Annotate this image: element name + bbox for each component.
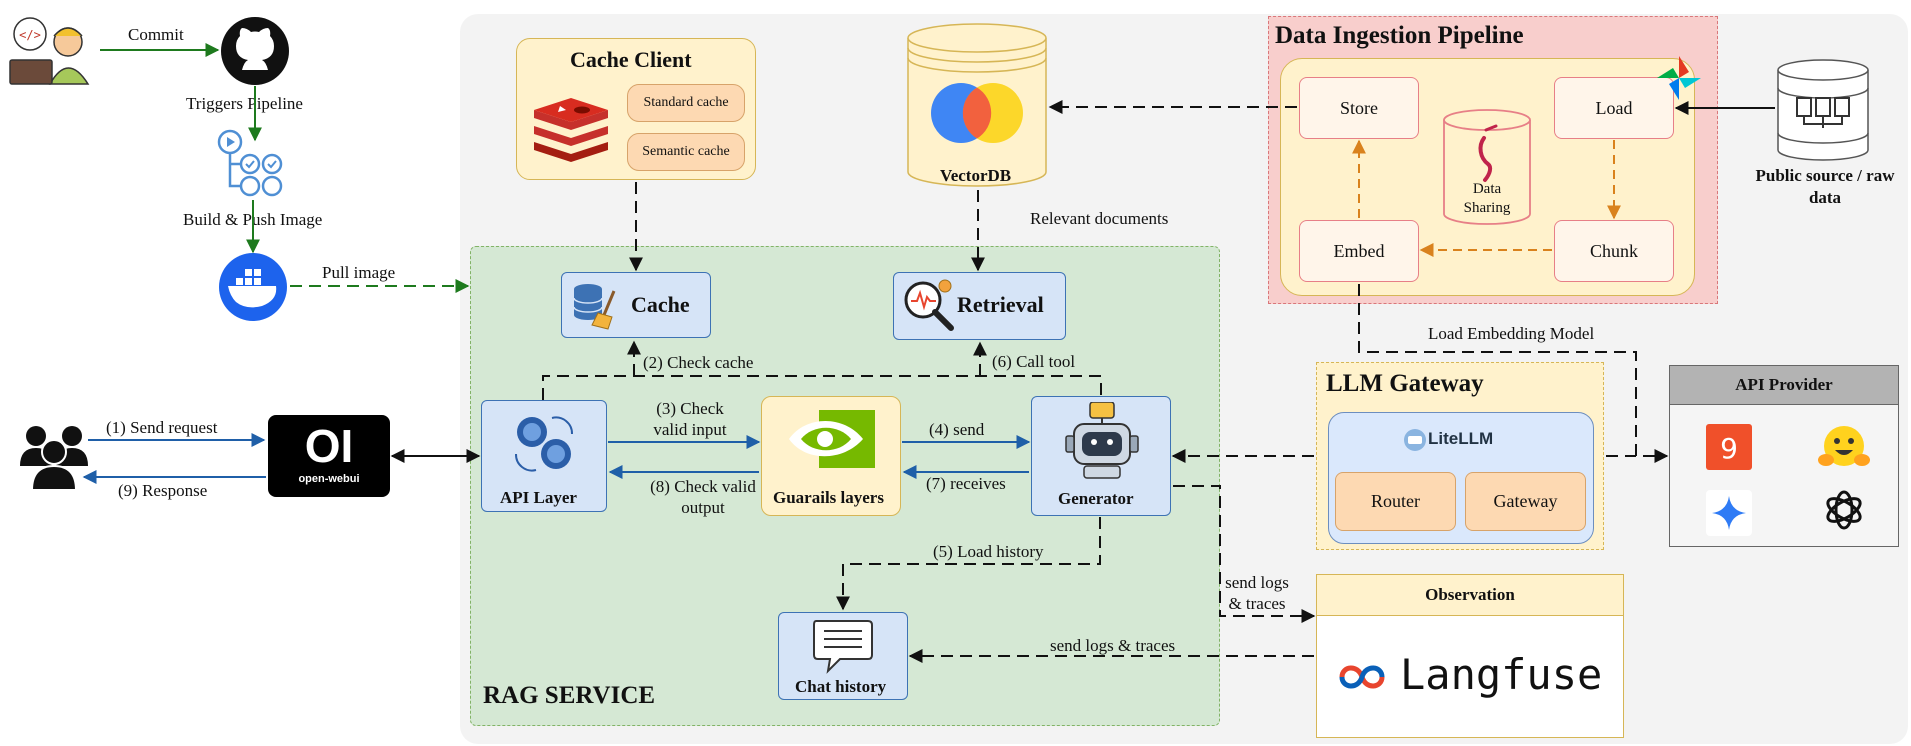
- relevant-documents-label: Relevant documents: [1030, 209, 1169, 228]
- check-cache-label: (2) Check cache: [643, 353, 754, 372]
- triggers-pipeline-label: Triggers Pipeline: [186, 94, 303, 113]
- openai-icon[interactable]: [1822, 488, 1866, 532]
- public-source-database-icon: [1777, 59, 1869, 161]
- guardrails-label: Guarails layers: [773, 488, 884, 507]
- load-embedding-model-label: Load Embedding Model: [1428, 324, 1595, 343]
- vectordb-cylinder: [907, 23, 1047, 187]
- embed-node[interactable]: Embed: [1299, 220, 1419, 282]
- gemini-sparkle-icon[interactable]: [1706, 490, 1752, 536]
- docker-icon[interactable]: [218, 252, 288, 322]
- retrieval-card-label: Retrieval: [957, 292, 1044, 317]
- standard-cache-pill: Standard cache: [627, 84, 745, 122]
- data-sharing-cylinder: [1443, 109, 1531, 225]
- load-history-label: (5) Load history: [933, 542, 1044, 561]
- huggingface-icon[interactable]: [1818, 422, 1870, 472]
- svg-text:</>: </>: [19, 28, 41, 42]
- vectordb-label: VectorDB: [940, 166, 1012, 185]
- open-webui-name: open-webui: [298, 473, 360, 485]
- open-webui-mark: OI: [304, 420, 354, 472]
- public-source-label: Public source / raw data: [1755, 166, 1895, 207]
- litellm-label: LiteLLM: [1428, 429, 1494, 448]
- api-layer-label: API Layer: [500, 488, 577, 507]
- load-node[interactable]: Load: [1554, 77, 1674, 139]
- send-logs-chat-label: send logs & traces: [1050, 636, 1176, 655]
- ingestion-title: Data Ingestion Pipeline: [1275, 22, 1524, 49]
- observation-title: Observation: [1316, 574, 1624, 616]
- litellm-train-icon: [1404, 429, 1426, 451]
- chat-history-label: Chat history: [795, 677, 887, 696]
- nvidia-eye-icon: [789, 410, 875, 468]
- router-node[interactable]: Router: [1335, 472, 1456, 531]
- langfuse-logo-icon: [1339, 665, 1385, 689]
- users-group-icon: [20, 426, 88, 490]
- redis-icon: [534, 98, 608, 162]
- open-webui-logo[interactable]: [268, 415, 390, 497]
- magnifier-gear-icon: [904, 279, 954, 331]
- llm-gateway-title: LLM Gateway: [1326, 370, 1484, 397]
- langfuse-wordmark: Langfuse: [1400, 650, 1603, 699]
- cache-client-title: Cache Client: [570, 47, 692, 72]
- chunk-node[interactable]: Chunk: [1554, 220, 1674, 282]
- api-provider-title: API Provider: [1669, 365, 1899, 405]
- robot-icon: [1065, 402, 1139, 479]
- send-label: (4) send: [929, 420, 985, 439]
- airflow-pinwheel-icon: [1657, 56, 1701, 100]
- check-input-label: (3) Check valid input: [653, 399, 727, 439]
- send-request-label: (1) Send request: [106, 418, 218, 437]
- api-gears-icon: [514, 416, 574, 472]
- grafana-style-provider-icon[interactable]: 9: [1706, 424, 1752, 470]
- send-logs-observation-label: send logs & traces: [1225, 573, 1289, 613]
- receives-label: (7) receives: [926, 474, 1006, 493]
- developer-avatar-icon: </>: [9, 17, 90, 85]
- github-icon[interactable]: [220, 16, 290, 86]
- rag-service-label: RAG SERVICE: [483, 682, 656, 709]
- data-sharing-label: Data Sharing: [1463, 181, 1511, 216]
- commit-label: Commit: [128, 25, 184, 44]
- svg-text:9: 9: [1720, 432, 1738, 465]
- pull-image-label: Pull image: [322, 263, 396, 282]
- check-output-label: (8) Check valid output: [650, 477, 756, 517]
- chat-bubble-icon: [813, 620, 873, 674]
- semantic-cache-pill: Semantic cache: [627, 133, 745, 171]
- pipeline-icon: [217, 129, 283, 197]
- call-tool-label: (6) Call tool: [992, 352, 1076, 371]
- cache-card-label: Cache: [631, 292, 690, 317]
- gateway-node[interactable]: Gateway: [1465, 472, 1586, 531]
- database-broom-icon: [573, 284, 616, 330]
- store-node[interactable]: Store: [1299, 77, 1419, 139]
- generator-label: Generator: [1058, 489, 1134, 508]
- response-label: (9) Response: [118, 481, 208, 500]
